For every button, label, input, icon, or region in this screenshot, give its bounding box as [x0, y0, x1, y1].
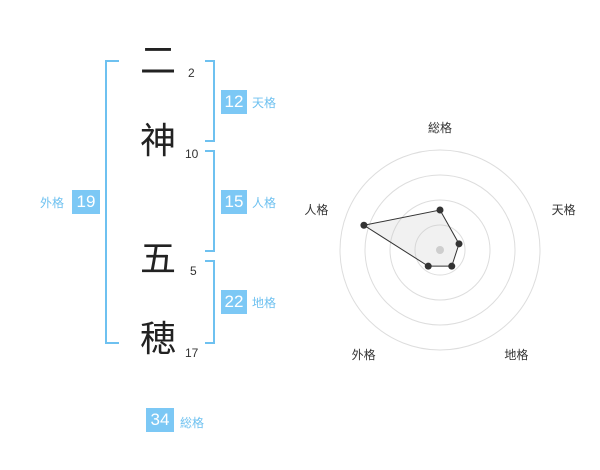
earth-bracket	[205, 260, 215, 344]
stroke-count-2: 10	[185, 147, 199, 161]
outer-label: 外格	[40, 196, 65, 210]
stroke-count-4: 17	[185, 346, 199, 360]
radar-area	[362, 209, 460, 267]
radar-point-5	[360, 221, 368, 229]
radar-ring-1	[414, 224, 466, 276]
radar-axis-label-5: 人格	[304, 202, 328, 217]
name-char-4: 穂	[140, 319, 177, 360]
radar-point-4	[424, 262, 432, 270]
heaven-label: 天格	[252, 96, 277, 110]
radar-point-1	[436, 206, 444, 214]
heaven-value-badge: 12	[221, 90, 247, 114]
total-label: 総格	[180, 416, 205, 430]
outer-value-badge: 19	[72, 190, 100, 214]
earth-label: 地格	[252, 296, 277, 310]
radar-point-3	[448, 262, 456, 270]
stroke-count-1: 2	[188, 66, 195, 80]
radar-axis-label-2: 天格	[552, 202, 576, 217]
person-bracket	[205, 150, 215, 252]
radar-axis-label-4: 外格	[352, 347, 376, 362]
name-char-2: 神	[140, 121, 177, 162]
radar-axis-label-1: 総格	[428, 120, 452, 135]
person-value-badge: 15	[221, 190, 247, 214]
radar-ring-4	[339, 149, 541, 351]
radar-point-2	[455, 240, 463, 248]
radar-ring-2	[389, 199, 491, 301]
outer-bracket	[105, 60, 119, 344]
name-char-1: 二	[140, 41, 177, 82]
total-value-badge: 34	[146, 408, 174, 432]
radar-center	[436, 246, 444, 254]
stroke-count-3: 5	[190, 264, 197, 278]
person-label: 人格	[252, 196, 277, 210]
radar-axis-label-3: 地格	[504, 347, 528, 362]
earth-value-badge: 22	[221, 290, 247, 314]
radar-ring-3	[364, 174, 516, 326]
heaven-bracket	[205, 60, 215, 142]
name-char-3: 五	[140, 239, 177, 280]
